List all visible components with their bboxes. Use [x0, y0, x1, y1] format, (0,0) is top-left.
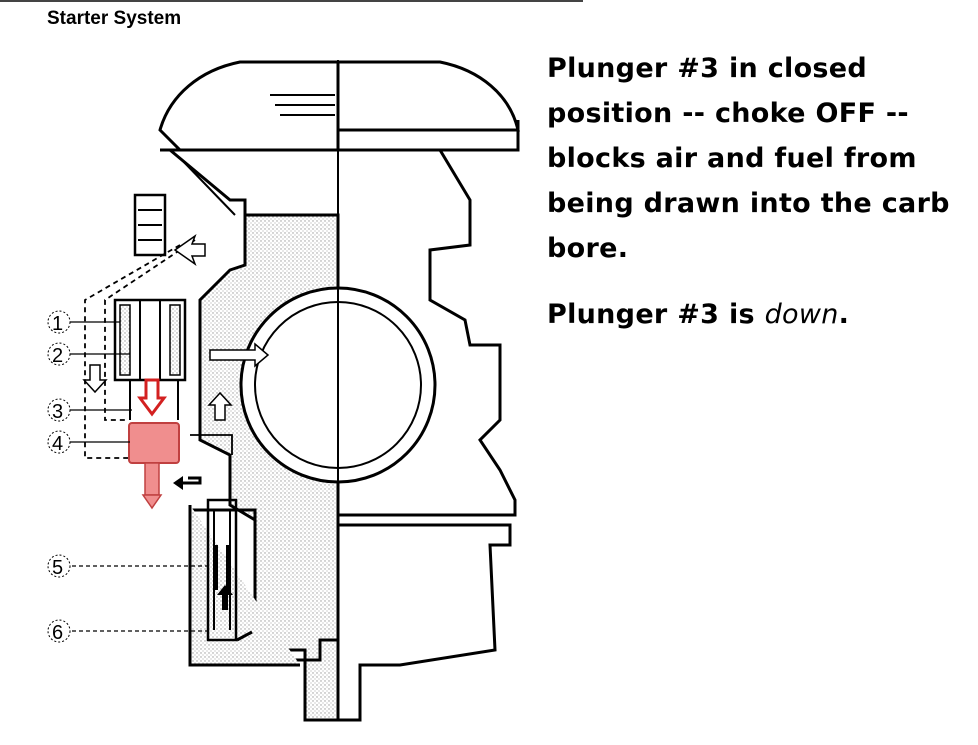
starter-jet-well	[206, 498, 238, 642]
starter-plunger-assembly	[113, 193, 187, 420]
callout-6: 6	[47, 619, 212, 644]
header-rule	[0, 0, 583, 2]
red-down-arrow	[137, 378, 167, 417]
air-passage-dashed	[84, 239, 233, 459]
carb-bore	[239, 286, 437, 484]
callout-1: 1	[47, 310, 120, 335]
callout-2: 2	[47, 342, 130, 367]
caption-plunger-prefix: Plunger #3 is	[547, 299, 765, 330]
flow-arrows	[82, 233, 270, 642]
svg-text:6: 6	[52, 622, 63, 644]
svg-text:5: 5	[52, 557, 63, 579]
caption-plunger-emphasis: down	[764, 299, 839, 330]
svg-text:2: 2	[52, 345, 63, 367]
plunger-3-highlight	[128, 422, 180, 510]
callout-3: 3	[47, 398, 132, 423]
caption-plunger-suffix: .	[838, 299, 850, 330]
svg-text:3: 3	[52, 401, 63, 423]
carburetor-diagram: 1 2 3 4 5 6	[47, 60, 520, 722]
callout-4: 4	[47, 430, 130, 455]
page-title: Starter System	[47, 8, 182, 29]
callout-5: 5	[47, 554, 212, 579]
caption-plunger-down: Plunger #3 is down.	[547, 292, 972, 337]
svg-text:4: 4	[52, 433, 63, 455]
svg-text:1: 1	[52, 313, 63, 335]
caption-closed-position: Plunger #3 in closed position -- choke O…	[547, 53, 950, 264]
